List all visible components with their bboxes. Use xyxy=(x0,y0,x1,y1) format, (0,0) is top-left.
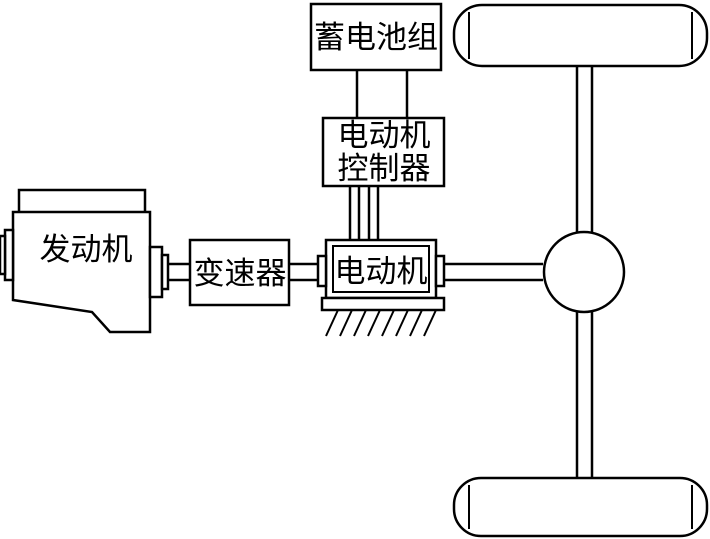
controller-motor-connection xyxy=(348,186,380,240)
motor-controller-label-line1: 电动机 xyxy=(338,118,431,154)
transmission-label: 变速器 xyxy=(194,256,287,292)
battery-pack-label: 蓄电池组 xyxy=(314,20,438,56)
engine-transmission-shaft xyxy=(168,262,190,282)
ground-hatch xyxy=(325,309,437,337)
battery-pack: 蓄电池组 xyxy=(309,2,443,72)
engine: 发动机 xyxy=(0,188,170,334)
wheel-top xyxy=(452,3,709,68)
battery-controller-connection xyxy=(355,70,409,118)
motor-controller: 电动机 控制器 xyxy=(321,116,446,188)
axle xyxy=(575,66,594,478)
motor-controller-label-line2: 控制器 xyxy=(338,151,431,187)
differential xyxy=(542,230,626,314)
transmission: 变速器 xyxy=(188,238,291,307)
transmission-motor-shaft xyxy=(289,262,318,282)
electric-motor: 电动机 xyxy=(316,238,446,337)
motor-label: 电动机 xyxy=(335,254,428,290)
engine-label: 发动机 xyxy=(40,232,133,268)
wheel-bottom xyxy=(452,476,709,538)
motor-differential-shaft xyxy=(444,262,543,282)
